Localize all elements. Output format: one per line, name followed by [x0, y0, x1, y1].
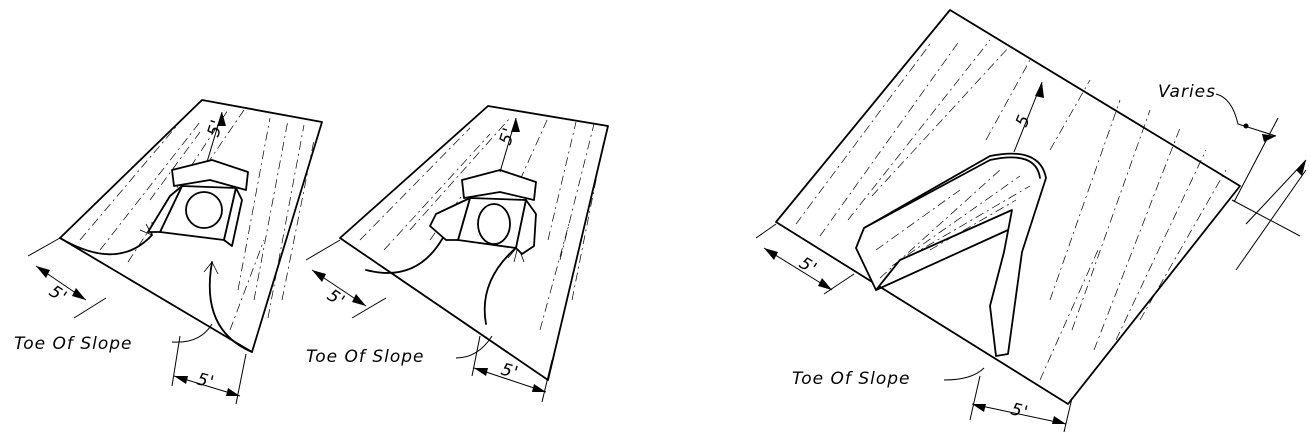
svg-text:5': 5' — [499, 360, 521, 384]
svg-text:5': 5' — [795, 253, 820, 279]
pipe-opening-2 — [477, 203, 511, 245]
panel-2-headwall-flared: 5' 5' 5' Toe Of Slope — [305, 105, 609, 403]
svg-text:5': 5' — [323, 286, 349, 312]
paving-rim — [863, 156, 1041, 229]
toe-leader-2 — [455, 335, 493, 359]
dim-left-3: 5' — [755, 223, 855, 295]
headwall-top-1 — [171, 159, 249, 191]
toe-curve-right-1 — [208, 261, 253, 353]
slope-hatch-3 — [795, 39, 1227, 381]
toe-of-slope-label-1: Toe Of Slope — [14, 334, 132, 354]
dim-varies — [1215, 93, 1307, 271]
toe-curve-left-2 — [365, 231, 447, 274]
panel-3-slope-paving: 5 5' 5' Toe Of Slope — [755, 9, 1307, 433]
upslope-dim-label-1: 5' — [204, 117, 228, 140]
pipe-opening-1 — [185, 191, 223, 229]
slope-outline-2 — [339, 105, 609, 381]
dim-left-2: 5' — [305, 239, 387, 319]
svg-text:5': 5' — [45, 282, 71, 308]
toe-leader-1 — [171, 323, 213, 343]
dim-right-3: 5' — [969, 375, 1073, 433]
slope-hatch-2 — [359, 117, 605, 331]
svg-text:5': 5' — [1009, 399, 1031, 423]
toe-of-slope-label-3: Toe Of Slope — [792, 369, 910, 389]
toe-curve-left-1 — [59, 234, 153, 256]
upslope-dim-label-2: 5' — [496, 125, 520, 148]
toe-leader-3 — [943, 367, 985, 381]
varies-label: Varies — [1158, 82, 1216, 102]
toe-of-slope-label-2: Toe Of Slope — [306, 347, 424, 367]
upslope-arrow-1 — [217, 112, 226, 126]
flare-wing-right-2 — [515, 199, 537, 255]
flare-wing-left-2 — [429, 197, 471, 241]
wingwall-left-1 — [147, 185, 183, 233]
slope-outline-3 — [775, 9, 1241, 405]
paving-body — [855, 152, 1047, 357]
dim-right-2: 5' — [471, 335, 553, 403]
wingwall-right-1 — [223, 187, 243, 247]
upslope-arrow-3 — [1035, 82, 1044, 98]
panel-1-headwall-wingwalls: 5' 5' 5' Toe Of Slope — [14, 99, 323, 405]
toe-curve-right-2 — [483, 245, 519, 325]
headwall-top-2 — [461, 169, 537, 201]
paving-inner-line — [875, 229, 1009, 291]
slope-outline-1 — [59, 99, 323, 353]
svg-text:5': 5' — [195, 369, 217, 393]
upslope-arrow-2 — [511, 118, 520, 132]
dim-right-1: 5' — [171, 335, 247, 405]
dim-left-1: 5' — [27, 237, 107, 319]
upslope-dim-label-3: 5 — [1012, 111, 1035, 129]
paving-hatch — [875, 169, 1031, 279]
